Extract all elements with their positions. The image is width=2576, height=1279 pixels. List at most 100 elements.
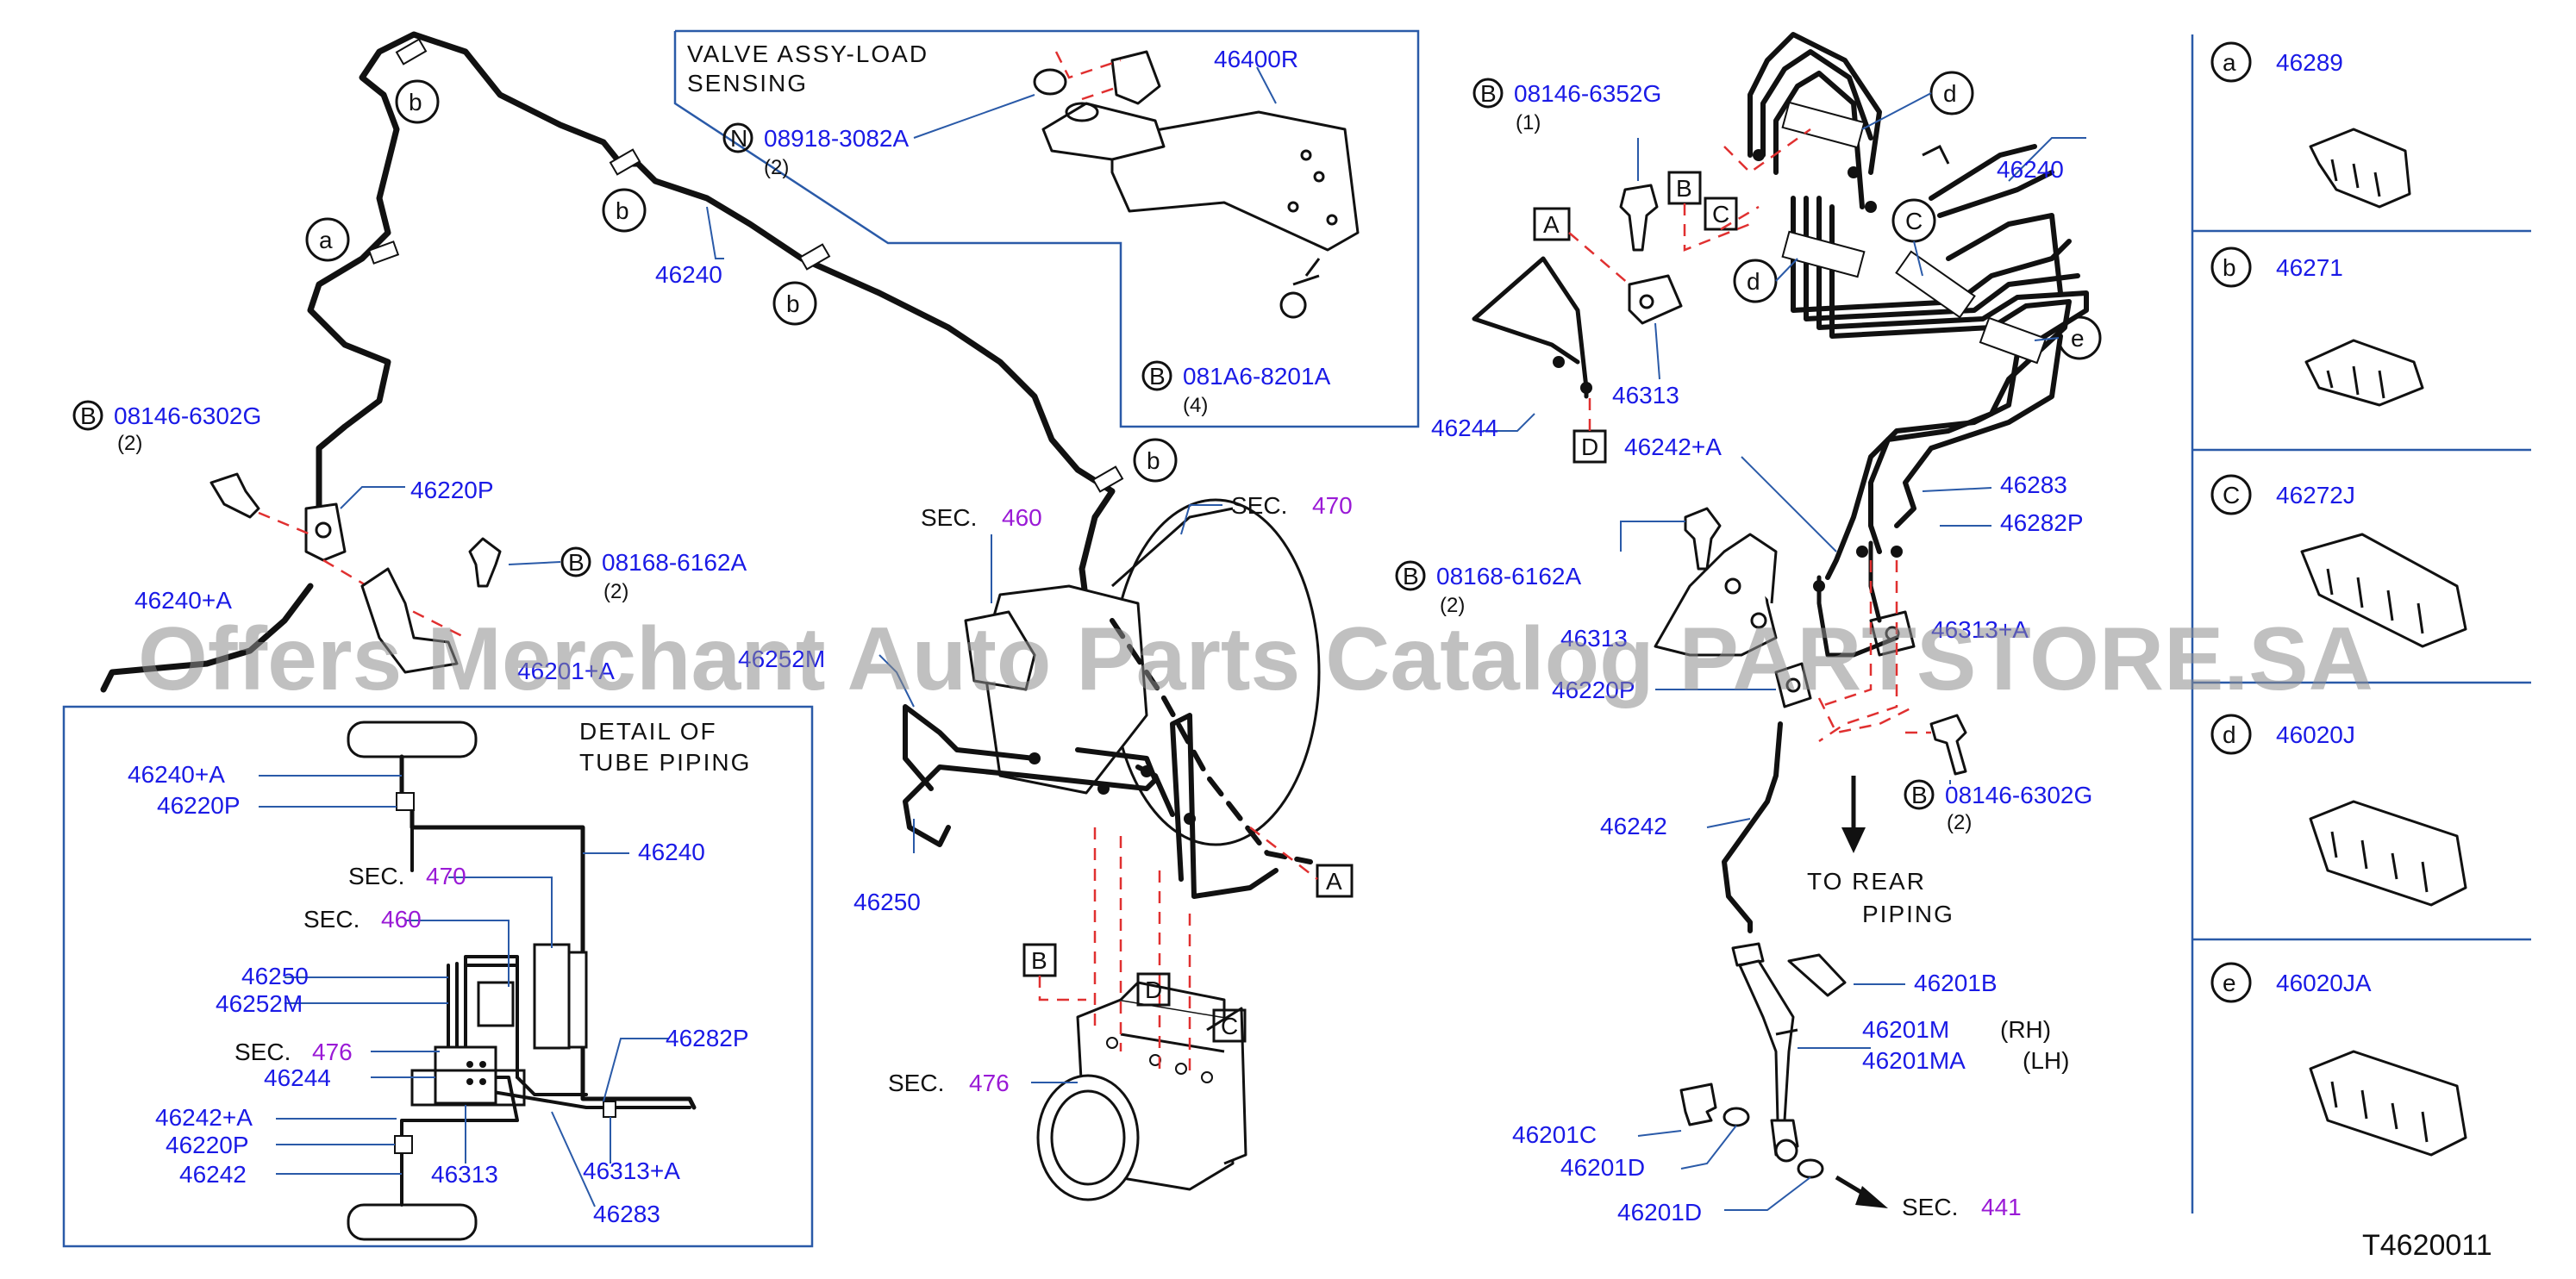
clip-b-label-2: b	[616, 197, 629, 224]
right-46244-end	[1553, 356, 1565, 368]
right-pipe-46242a-label: 46242+A	[1624, 434, 1722, 460]
right-ref-a-box	[1533, 207, 1571, 241]
right-hidden-46313a-label: 46313+A	[1931, 616, 2029, 643]
clip-a-marker	[305, 217, 350, 262]
brake-hose-drawing	[1731, 942, 1847, 1163]
legend-row-b: b 46271	[2210, 246, 2424, 407]
center-ref-d: D	[1145, 976, 1162, 1003]
legend-row-d: d 46020J	[2210, 714, 2467, 907]
right-clip-d-label-2: d	[1747, 268, 1760, 295]
center-sec476-word: SEC.	[888, 1070, 944, 1096]
detail-46313: 46313	[431, 1161, 498, 1188]
valve-bolt-symbol-circle	[1141, 360, 1172, 391]
hidden-part-label: 46201+A	[517, 658, 615, 684]
clip-46272j-icon	[2300, 533, 2467, 648]
legend-part-c: 46272J	[2276, 482, 2355, 508]
right-clip-e-label: e	[2071, 325, 2085, 352]
connector-46220p-drawing	[304, 502, 347, 562]
clip-46020j-icon	[2309, 800, 2467, 907]
clip-b-marker-4	[1133, 438, 1178, 483]
clip-legend: a 46289 b 46271 C 46272J d 46020J	[2191, 34, 2531, 1213]
left-pipe-section: b b b b a 46240 B 08146-6302G (2) 46220P…	[72, 31, 1178, 693]
pipe-46240-drawing	[307, 31, 1124, 633]
legend-row-a: a 46289	[2210, 41, 2411, 209]
center-sec476-num: 476	[969, 1070, 1010, 1096]
abs-actuator-drawing	[1036, 981, 1247, 1201]
valve-bolt-quantity: (4)	[1183, 394, 1208, 417]
valve-inset-title-line2: SENSING	[687, 70, 808, 97]
detail-sec476-num: 476	[312, 1039, 353, 1065]
left-bolt2-part-number: 08168-6162A	[602, 549, 747, 576]
detail-title-line1: DETAIL OF	[579, 718, 717, 745]
left-bolt2-drawing	[468, 537, 502, 588]
clip-46289-icon	[2309, 128, 2411, 209]
detail-46242a: 46242+A	[155, 1104, 253, 1131]
right-hose-46201m-label: 46201M	[1862, 1016, 1949, 1043]
legend-letter-c: C	[2223, 482, 2240, 508]
valve-bolt-symbol: B	[1149, 363, 1166, 390]
clip-b-marker-1	[395, 79, 440, 124]
detail-46252m: 46252M	[216, 990, 303, 1017]
valve-inset-frame	[673, 29, 1420, 428]
detail-sec470-num: 470	[426, 863, 466, 889]
right-bolt3-drawing	[1929, 714, 1967, 776]
to-rear-arrow	[1841, 827, 1866, 853]
right-bolt2-quantity: (2)	[1440, 594, 1465, 617]
center-ref-b: B	[1031, 947, 1047, 974]
center-ref-d-box	[1136, 972, 1171, 1007]
detail-46250: 46250	[241, 963, 309, 989]
detail-46220p-bottom: 46220P	[166, 1132, 249, 1158]
legend-letter-a: a	[2223, 49, 2236, 76]
nut-part-number: 08918-3082A	[764, 125, 909, 152]
left-bolt1-drawing	[209, 472, 260, 519]
left-bolt1-quantity: (2)	[117, 432, 142, 455]
right-sec441-num: 441	[1981, 1194, 2022, 1220]
right-bolt2-part-number: 08168-6162A	[1436, 563, 1581, 590]
clip-b-marker-2	[602, 188, 647, 233]
to-rear-line2: PIPING	[1862, 901, 1954, 927]
detail-sec470-word: SEC.	[348, 863, 404, 889]
left-bolt2-quantity: (2)	[603, 580, 628, 603]
detail-sec460-word: SEC.	[303, 906, 360, 933]
bracket-drawing	[360, 567, 459, 674]
right-bolt2-symbol-circle	[1395, 560, 1426, 591]
right-clip-46201b-label: 46201B	[1914, 970, 1998, 996]
left-bolt2-symbol-circle	[560, 546, 591, 577]
right-bolt2-symbol: B	[1403, 563, 1419, 590]
right-hose-46201ma-side: (LH)	[2023, 1047, 2069, 1074]
center-ref-a-box	[1316, 864, 1354, 898]
detail-46244: 46244	[264, 1064, 331, 1091]
connector-46220p-label: 46220P	[410, 477, 494, 503]
clip-a-label: a	[319, 227, 333, 253]
nut-quantity: (2)	[764, 156, 789, 179]
detail-leaders	[259, 775, 668, 1207]
legend-letter-d: d	[2223, 721, 2236, 748]
legend-part-a: 46289	[2276, 49, 2343, 76]
right-bolt3-symbol-circle	[1904, 779, 1935, 810]
right-bolt1-part-number: 08146-6352G	[1514, 80, 1661, 107]
valve-bolt-part-number: 081A6-8201A	[1183, 363, 1331, 390]
left-bolt1-symbol-circle	[72, 400, 103, 431]
right-pipe-46283-label: 46283	[2000, 471, 2067, 498]
right-washer-46201d-2-label: 46201D	[1617, 1199, 1702, 1226]
legend-row-e: e 46020JA	[2210, 962, 2467, 1157]
detail-46240: 46240	[638, 839, 705, 865]
clip-46271-icon	[2304, 339, 2424, 407]
legend-row-c: C 46272J	[2210, 474, 2467, 648]
detail-sec476-word: SEC.	[234, 1039, 291, 1065]
right-conn-46313-label: 46313	[1612, 382, 1679, 409]
right-clip-d-label-1: d	[1943, 80, 1957, 107]
detail-46220p-top: 46220P	[157, 792, 241, 819]
legend-letter-b: b	[2223, 254, 2236, 281]
center-sec460-word: SEC.	[921, 504, 977, 531]
diagram-code: T4620011	[2362, 1229, 2492, 1262]
right-bolt1-symbol-circle	[1472, 78, 1504, 109]
right-ref-c: C	[1712, 201, 1729, 228]
load-sensing-valve-drawing	[1033, 50, 1360, 319]
center-ref-c-box	[1212, 1008, 1247, 1043]
pipe-46240a-label: 46240+A	[134, 587, 232, 614]
clip-b-marker-3	[772, 281, 817, 326]
clip-b-label-1: b	[409, 89, 422, 115]
right-ref-b: B	[1676, 175, 1692, 202]
